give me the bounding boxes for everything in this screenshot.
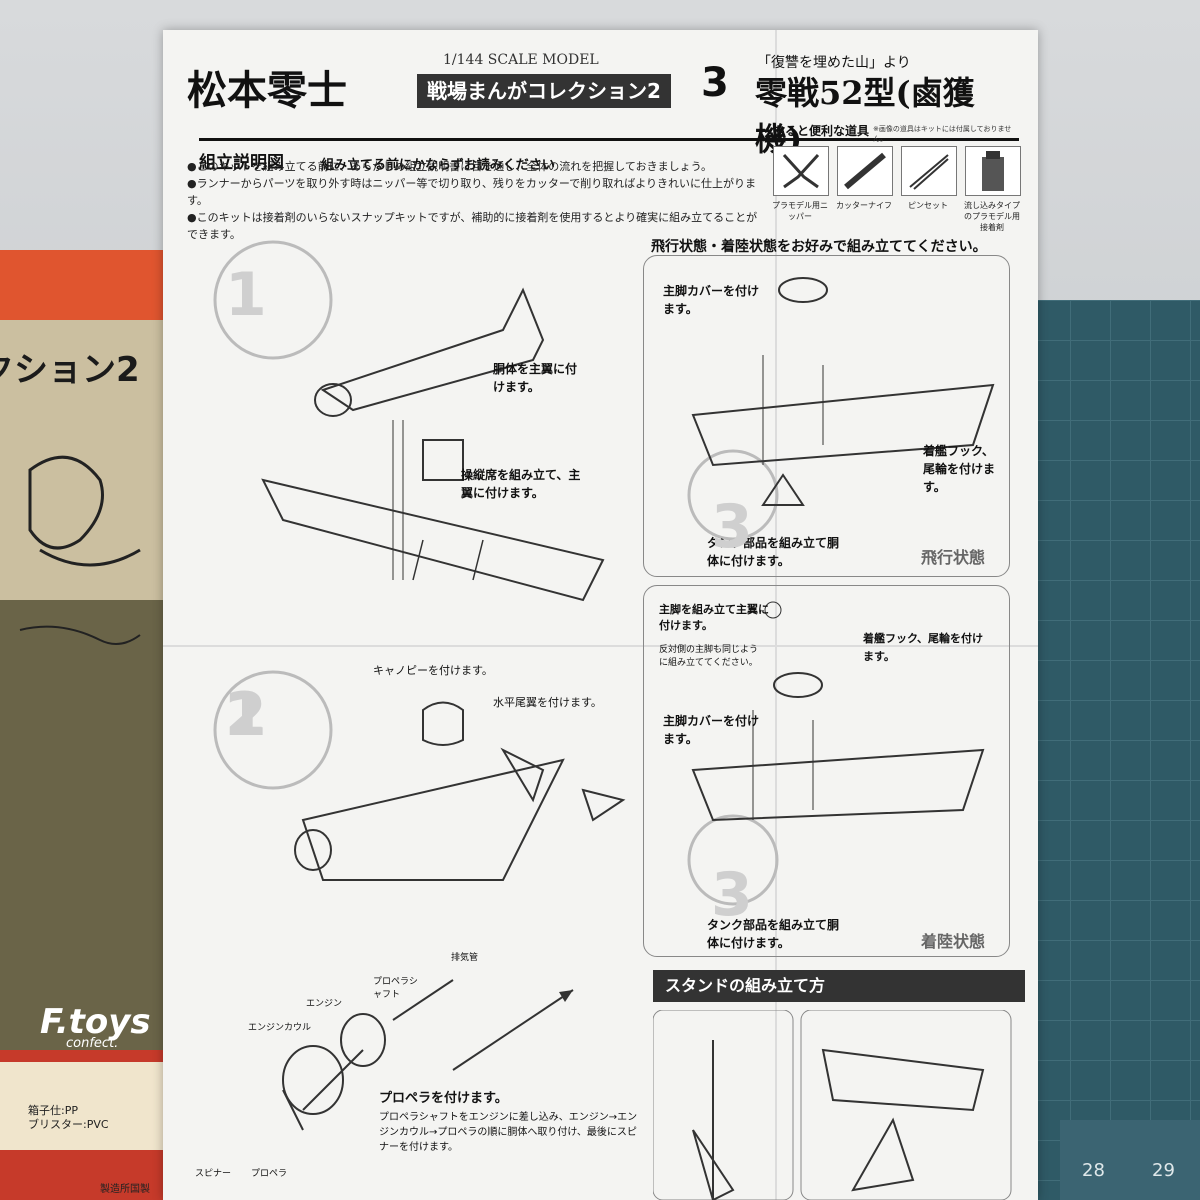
land-gear-note: 反対側の主脚も同じように組み立ててください。 — [659, 645, 759, 668]
ruler: 28 29 — [1060, 1120, 1200, 1200]
note: ●このキットは接着剤のいらないスナップキットですが、補助的に接着剤を使用するとよ… — [187, 211, 758, 241]
manga-sketch — [19, 455, 141, 645]
shaft-label: プロペラシャフト — [373, 977, 418, 1000]
flight-state: 飛行状態 — [921, 548, 986, 567]
step-number: 1 — [225, 680, 267, 750]
spinner-label: スピナー — [195, 1169, 232, 1179]
tool-label: カッターナイフ — [836, 201, 892, 210]
tool-label: ピンセット — [908, 201, 948, 210]
cowl-label: エンジンカウル — [248, 1023, 312, 1033]
sheet-header: 松本零士 1/144 SCALE MODEL 戦場まんがコレクション2 3 「復… — [181, 50, 1021, 173]
box-title: クション2 — [0, 350, 140, 390]
stand-title: スタンドの組み立て方 — [653, 970, 1025, 1002]
step1-caption: 胴体を主翼に付けます。 — [493, 362, 578, 394]
step-number: 3 — [711, 860, 753, 930]
flight-hook: 着艦フック、尾輪を付けます。 — [923, 444, 996, 494]
glue-icon — [965, 146, 1021, 196]
material-label: 箱子仕:PP — [28, 1104, 78, 1117]
prop-text: プロペラシャフトをエンジンに差し込み、エンジン→エンジンカウル→プロペラの順に胴… — [379, 1112, 638, 1153]
landing-diagram — [687, 601, 985, 906]
ruler-mark: 29 — [1152, 1160, 1175, 1181]
landing-state: 着陸状態 — [921, 932, 986, 951]
cutting-mat — [1030, 300, 1200, 1200]
maker-label: 製造所国製 — [100, 1184, 150, 1195]
stand-diagram — [653, 1010, 1012, 1200]
step-number: 1 — [225, 260, 267, 330]
tools-title: あると便利な道具 — [773, 124, 870, 138]
scale-label: 1/144 SCALE MODEL — [443, 52, 599, 68]
tools-note: ※画像の道具はキットには付属しておりません。 — [873, 125, 1012, 143]
tool-label: プラモデル用ニッパー — [772, 201, 828, 221]
exhaust-label: 排気管 — [451, 953, 479, 963]
prop-title: プロペラを付けます。 — [379, 1091, 508, 1106]
kit-number: 3 — [701, 60, 729, 106]
intro-notes: ●このキットを組み立てる前に、あらかじめ組立説明書に目を通し、全体の流れを把握し… — [187, 158, 767, 243]
landing-panel — [643, 585, 1010, 957]
step-number: 2 — [225, 680, 267, 750]
step-number: 3 — [711, 492, 753, 562]
step3-heading: 飛行状態・着陸状態をお好みで組み立ててください。 — [651, 239, 987, 255]
instructions-title: 組立説明図 — [199, 153, 284, 173]
series-name: 戦場まんがコレクション2 — [417, 74, 671, 108]
instructions-subtitle: 組み立てる前にかならずお読みください — [321, 158, 555, 173]
nipper-icon — [773, 146, 829, 196]
engine-label: エンジン — [306, 999, 343, 1009]
step1-diagram — [213, 240, 605, 602]
cutter-icon — [837, 146, 893, 196]
tools-panel: あると便利な道具 ※画像の道具はキットには付属しておりません。 プラモデル用ニッ… — [772, 122, 1023, 232]
land-gear-build: 主脚を組み立て主翼に付けます。 — [659, 603, 769, 632]
land-tank: タンク部品を組み立て胴体に付けます。 — [707, 918, 840, 950]
flight-gear: 主脚カバーを付けます。 — [663, 284, 760, 316]
canopy-label: キャノピーを付けます。 — [373, 664, 493, 677]
flight-diagram — [687, 277, 995, 541]
ruler-mark: 28 — [1082, 1160, 1105, 1181]
note: ●ランナーからパーツを取り外す時はニッパー等で切り取り、残りをカッターで削り取れ… — [187, 177, 757, 207]
propeller-label: プロペラ — [251, 1169, 288, 1179]
kit-subtitle: 「復讐を埋めた山」より — [757, 55, 911, 71]
material-label: ブリスター:PVC — [28, 1118, 109, 1131]
tool-label: 流し込みタイプのプラモデル用接着剤 — [964, 201, 1020, 232]
author-name: 松本零士 — [187, 67, 347, 114]
step1-caption: 操縦席を組み立て、主翼に付けます。 — [461, 468, 581, 500]
step2-diagram — [213, 670, 626, 1131]
land-cover: 主脚カバーを付けます。 — [663, 714, 760, 746]
flight-tank: タンク部品を組み立て胴体に付けます。 — [707, 536, 840, 568]
flight-panel — [643, 255, 1010, 577]
instruction-sheet: 松本零士 1/144 SCALE MODEL 戦場まんがコレクション2 3 「復… — [163, 30, 1038, 1200]
tail-label: 水平尾翼を付けます。 — [493, 696, 602, 709]
tweezers-icon — [901, 146, 957, 196]
note: ●このキットを組み立てる前に、あらかじめ組立説明書に目を通し、全体の流れを把握し… — [187, 160, 712, 173]
land-hook: 着艦フック、尾輪を付けます。 — [863, 632, 984, 663]
